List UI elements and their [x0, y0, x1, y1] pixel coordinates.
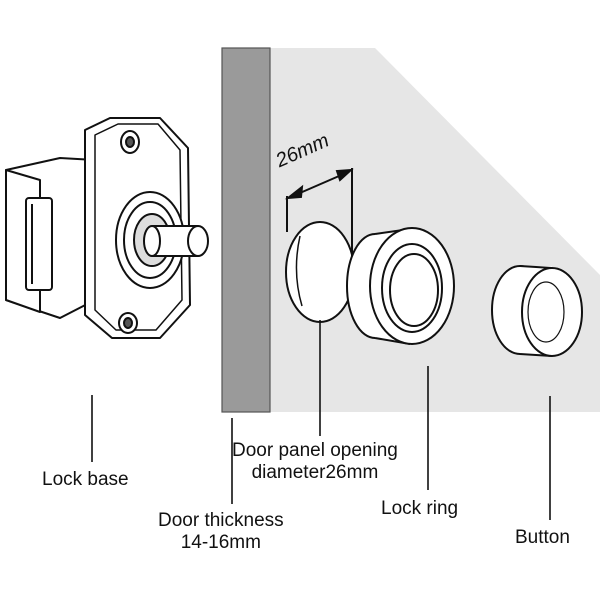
lock-ring-label: Lock ring	[381, 498, 459, 519]
panel-opening-drawing	[285, 221, 355, 323]
lock-base-label: Lock base	[42, 469, 129, 490]
door-thickness-label-line1: Door thickness	[158, 510, 284, 531]
leader-lines	[91, 320, 551, 520]
door-edge	[221, 47, 271, 413]
panel-opening-label-line2: diameter26mm	[251, 462, 379, 483]
door-thickness-label-line2: 14-16mm	[180, 532, 261, 553]
button-label: Button	[515, 527, 570, 548]
panel-opening-label-line1: Door panel opening	[232, 440, 398, 461]
panel-opening-label: Door panel opening diameter26mm	[232, 440, 398, 484]
dimension-arrow	[284, 168, 354, 258]
lock-base-drawing	[5, 117, 209, 339]
button-drawing	[491, 265, 583, 357]
door-thickness-label: Door thickness 14-16mm	[158, 510, 284, 554]
lock-ring-drawing	[346, 227, 455, 345]
